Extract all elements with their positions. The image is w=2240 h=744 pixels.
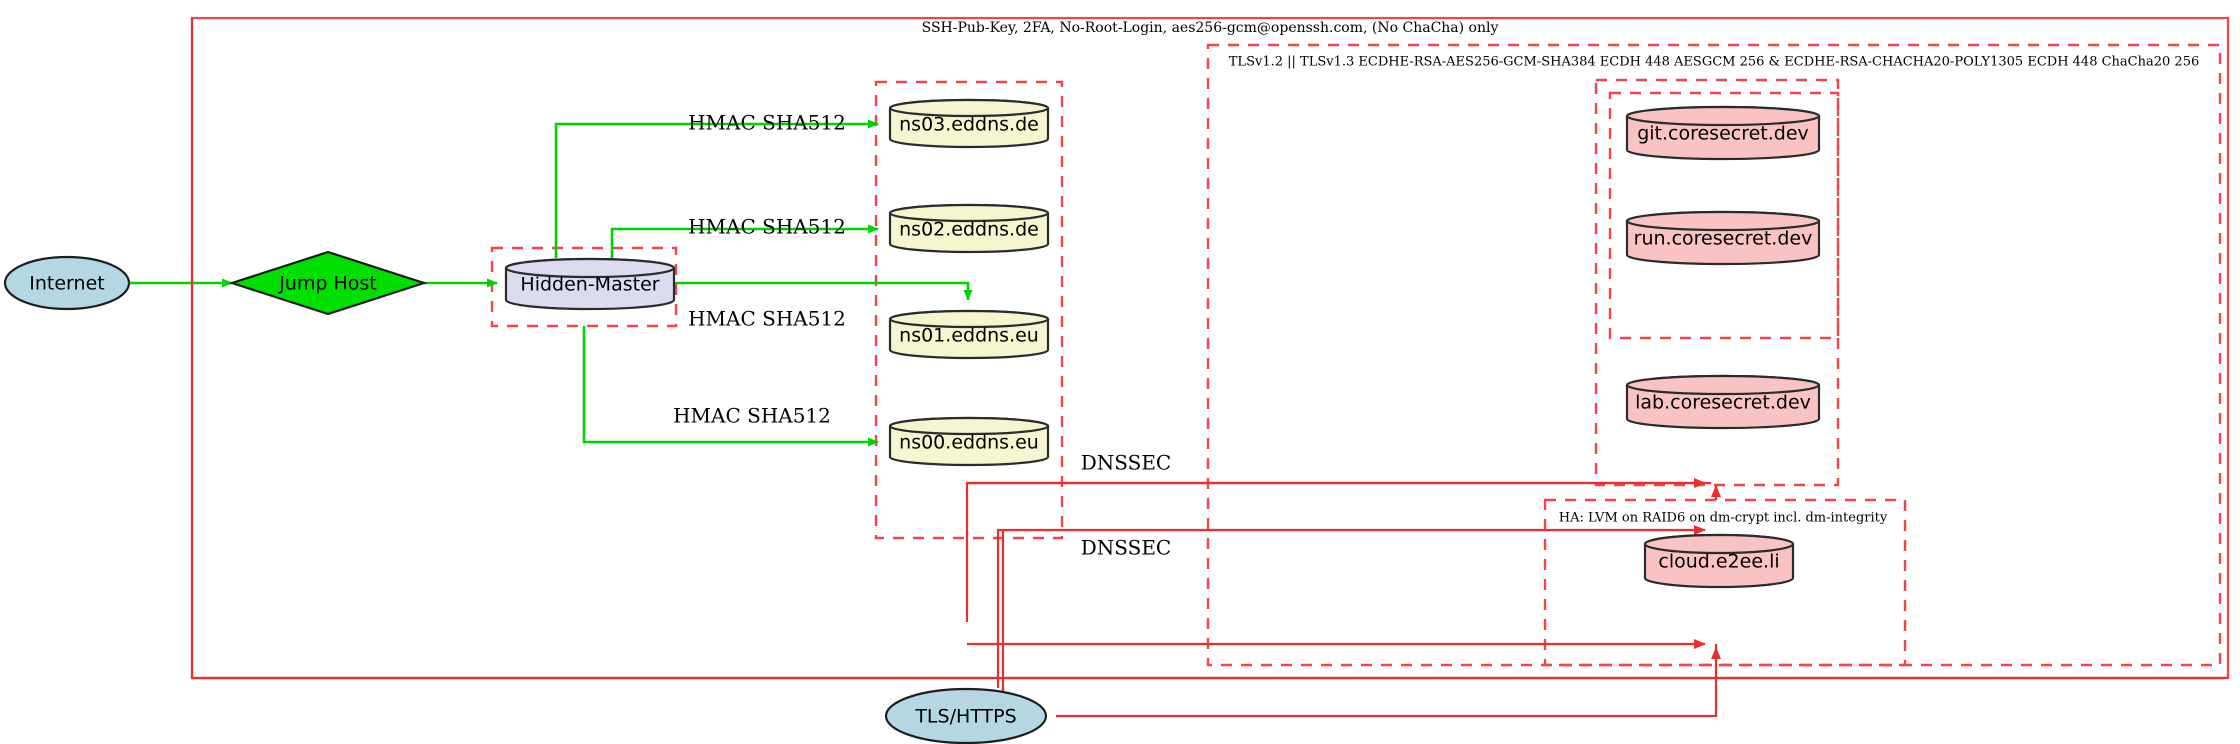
edge-hiddenmaster-to-ns03 (554, 119, 879, 258)
edge-hiddenmaster-to-ns02 (610, 224, 879, 258)
edge-hiddenmaster-to-ns01 (672, 281, 973, 301)
cluster-tls-zone-border (1206, 43, 2222, 667)
node-lab-coresecret[interactable]: lab.coresecret.dev (1625, 374, 1821, 430)
node-tls-https[interactable]: TLS/HTTPS (884, 687, 1048, 744)
edge-label-hmac-ns00: HMAC SHA512 (673, 404, 831, 428)
edge-label-hmac-ns02: HMAC SHA512 (688, 215, 846, 239)
node-cloud-e2ee-label: cloud.e2ee.li (1658, 551, 1779, 573)
cluster-tls-zone: TLSv1.2 || TLSv1.3 ECDHE-RSA-AES256-GCM-… (1206, 43, 2222, 667)
edge-label-hmac-ns01: HMAC SHA512 (688, 307, 846, 331)
node-internet[interactable]: Internet (3, 255, 131, 311)
node-ns02-top (888, 203, 1050, 223)
node-hidden-master-top (504, 257, 676, 279)
edge-tlshttps-right (1056, 644, 1718, 718)
node-lab-coresecret-label: lab.coresecret.dev (1635, 392, 1811, 414)
node-ns02[interactable]: ns02.eddns.de (888, 203, 1050, 254)
cluster-outer-security-border (190, 16, 2230, 680)
edge-dnssec-upper-path (965, 481, 1712, 622)
node-git-coresecret-label: git.coresecret.dev (1637, 123, 1809, 145)
node-cloud-e2ee-top (1643, 533, 1795, 555)
node-tls-https-shape[interactable] (884, 687, 1048, 744)
edge-hiddenmaster-to-ns00 (582, 326, 879, 447)
node-jumphost-label: Jump Host (278, 273, 377, 295)
node-ns00-top (888, 416, 1050, 436)
node-internet-shape[interactable] (3, 255, 131, 311)
node-jumphost[interactable]: Jump Host (228, 250, 428, 316)
node-ns00[interactable]: ns00.eddns.eu (888, 416, 1050, 467)
node-hidden-master[interactable]: Hidden-Master (504, 257, 676, 311)
node-ns01[interactable]: ns01.eddns.eu (888, 309, 1050, 360)
node-run-coresecret[interactable]: run.coresecret.dev (1625, 210, 1821, 266)
cluster-tls-zone-label: TLSv1.2 || TLSv1.3 ECDHE-RSA-AES256-GCM-… (1229, 55, 2199, 70)
edge-label-dnssec-upper: DNSSEC (1081, 451, 1172, 475)
cluster-coresecret-inner-border (1608, 91, 1840, 340)
node-cloud-e2ee[interactable]: cloud.e2ee.li (1643, 533, 1795, 589)
node-run-coresecret-top (1625, 210, 1821, 232)
cluster-ha-zone-border (1543, 498, 1907, 667)
edge-label-dnssec-lower: DNSSEC (1081, 536, 1172, 560)
node-lab-coresecret-top (1625, 374, 1821, 396)
node-ns01-label: ns01.eddns.eu (899, 325, 1039, 347)
node-ns01-top (888, 309, 1050, 329)
node-hidden-master-label: Hidden-Master (520, 274, 659, 296)
cluster-ha-zone: HA: LVM on RAID6 on dm-crypt incl. dm-in… (1543, 498, 1907, 667)
edge-dnssec-lower-arrow (996, 525, 1706, 688)
node-ns00-label: ns00.eddns.eu (899, 432, 1039, 454)
node-internet-label: Internet (29, 273, 104, 295)
node-jumphost-shape[interactable] (228, 250, 428, 316)
node-git-coresecret[interactable]: git.coresecret.dev (1625, 105, 1821, 161)
node-run-coresecret-label: run.coresecret.dev (1634, 228, 1813, 250)
node-git-coresecret-top (1625, 105, 1821, 127)
cluster-outer-security-label: SSH-Pub-Key, 2FA, No-Root-Login, aes256-… (922, 20, 1499, 36)
node-ns02-label: ns02.eddns.de (899, 219, 1039, 241)
node-ns03-top (888, 98, 1050, 118)
cluster-outer-security: SSH-Pub-Key, 2FA, No-Root-Login, aes256-… (190, 16, 2230, 680)
node-tls-https-label: TLS/HTTPS (914, 706, 1016, 728)
cluster-ha-zone-label: HA: LVM on RAID6 on dm-crypt incl. dm-in… (1559, 511, 1888, 526)
edge-label-hmac-ns03: HMAC SHA512 (688, 111, 846, 135)
node-ns03-label: ns03.eddns.de (899, 114, 1039, 136)
node-ns03[interactable]: ns03.eddns.de (888, 98, 1050, 149)
